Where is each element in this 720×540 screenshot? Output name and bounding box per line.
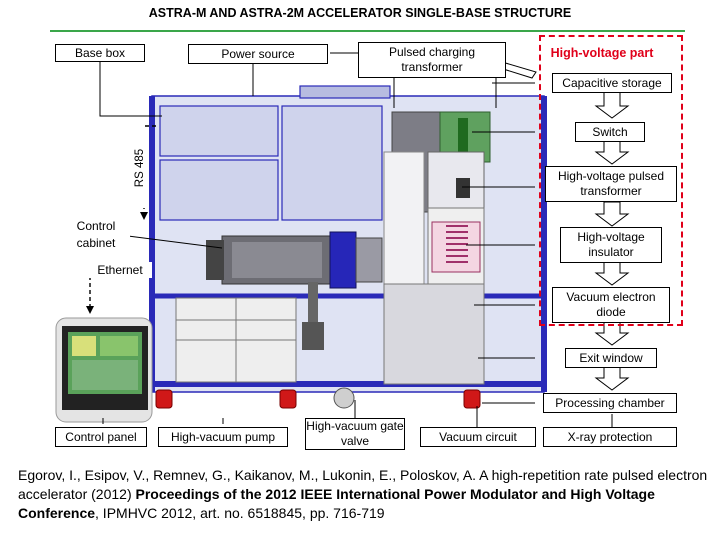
high-voltage-part-title: High-voltage part (550, 46, 654, 60)
processing-chamber-box: Processing chamber (543, 393, 677, 413)
hv-insulator-box: High-voltage insulator (560, 227, 662, 263)
high-voltage-part-frame (539, 35, 683, 326)
rs485-label: RS 485 (132, 128, 148, 208)
hv-column (383, 151, 485, 385)
xray-protection-label: X-ray protection (543, 427, 677, 447)
citation-authors: Egorov, I., Esipov, V., Remnev, G., Kaik… (18, 467, 708, 502)
capacitive-storage-box: Capacitive storage (552, 73, 672, 93)
control-panel-label: Control panel (55, 427, 147, 447)
power-source-label: Power source (188, 44, 328, 64)
pulsed-charging-transformer-label: Pulsed charging transformer (358, 42, 506, 78)
gate-valve-rod (302, 282, 324, 350)
connector-lines (99, 52, 613, 428)
ethernet-arrowhead (86, 306, 94, 314)
exit-window-box: Exit window (565, 348, 657, 368)
high-vacuum-pump-label: High-vacuum pump (158, 427, 288, 447)
base-box-label: Base box (55, 44, 145, 62)
ethernet-label: Ethernet (88, 262, 152, 278)
castor-wheel (333, 387, 355, 409)
citation-proceedings: Proceedings of the 2012 IEEE Internation… (18, 486, 655, 521)
high-vacuum-gate-valve-label: High-vacuum gate valve (305, 418, 405, 450)
vacuum-pump-box (175, 297, 297, 383)
title-divider (50, 30, 685, 32)
control-cabinet-label: Control cabinet (62, 218, 130, 252)
control-panel-image (55, 317, 153, 423)
citation-tail: , IPMHVC 2012, art. no. 6518845, pp. 716… (95, 505, 385, 521)
switch-box: Switch (575, 122, 645, 142)
diagram-title: ASTRA-M AND ASTRA-2M ACCELERATOR SINGLE-… (148, 6, 572, 20)
chain-arrows (594, 91, 630, 391)
vacuum-electron-diode-box: Vacuum electron diode (552, 287, 670, 323)
rs485-arrowhead (140, 212, 148, 220)
wheels (155, 389, 481, 409)
citation: Egorov, I., Esipov, V., Remnev, G., Kaik… (18, 466, 708, 523)
vacuum-circuit-label: Vacuum circuit (420, 427, 536, 447)
power-source-cabinet (159, 85, 391, 221)
vacuum-line (206, 231, 383, 289)
hv-pulsed-transformer-box: High-voltage pulsed transformer (545, 166, 677, 202)
